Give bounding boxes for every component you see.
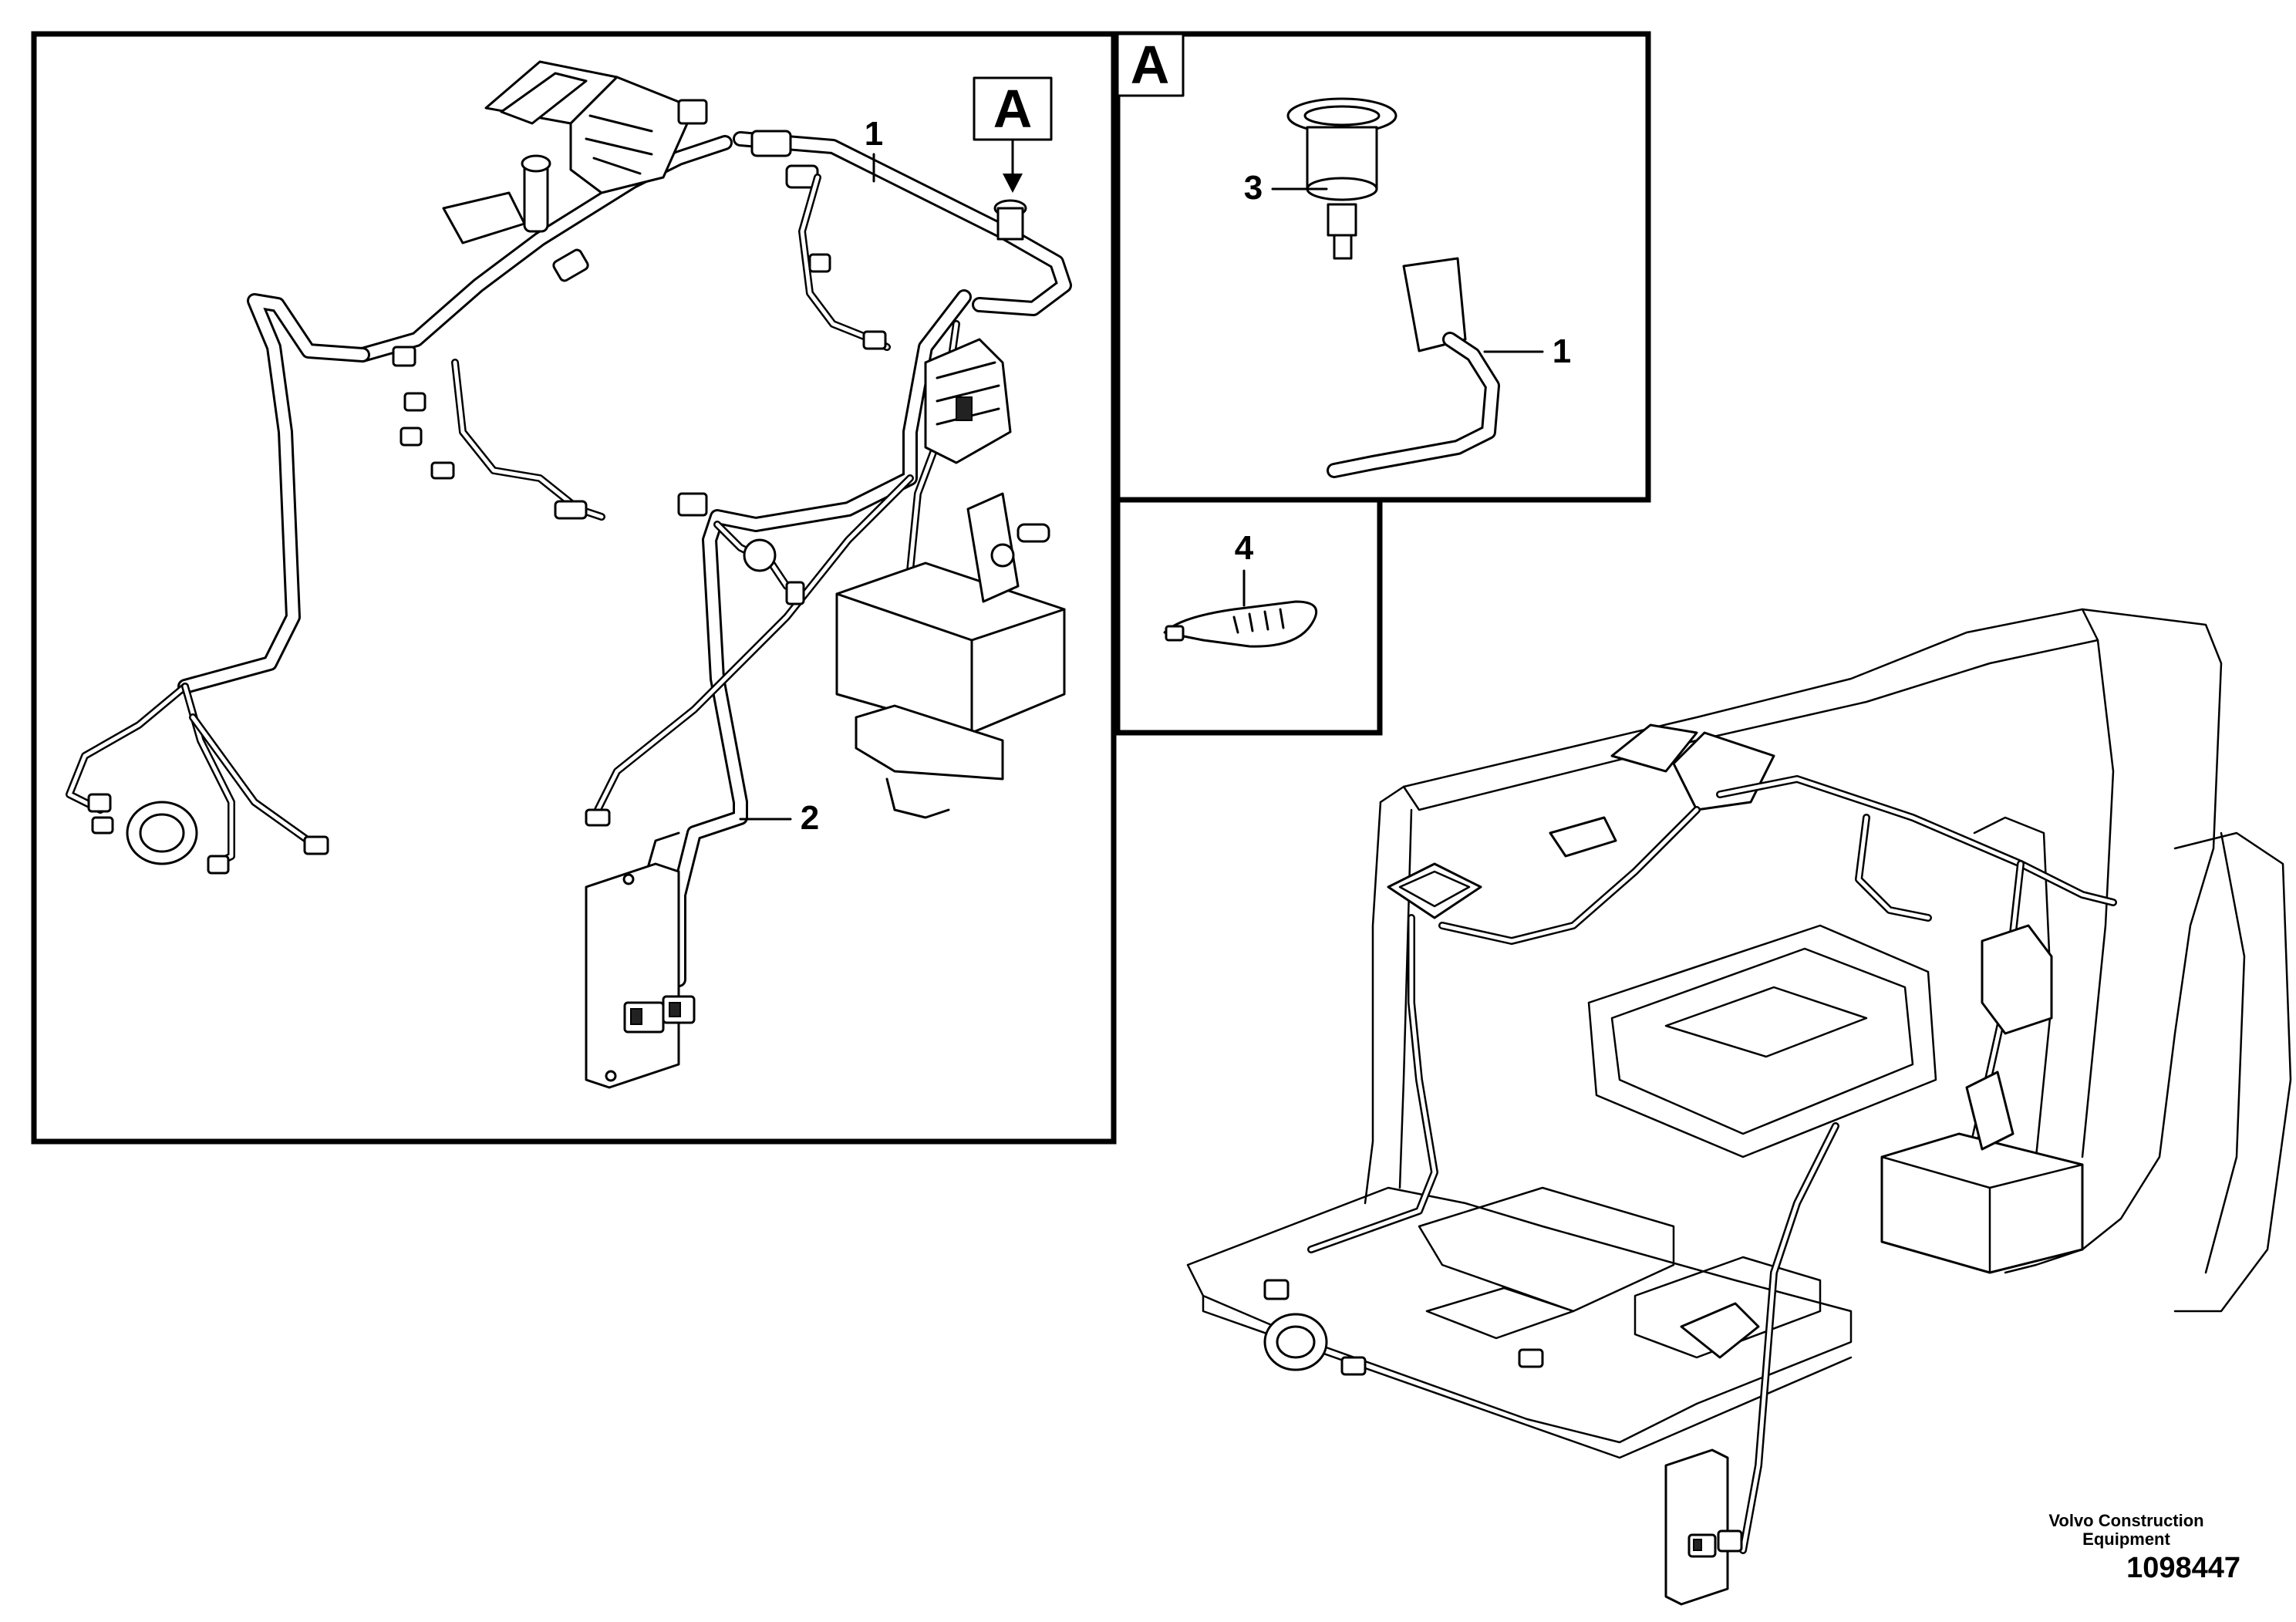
battery-box [835, 492, 1066, 819]
horn [87, 793, 329, 875]
branch-wires [66, 174, 960, 896]
detail-tie-frame [1114, 497, 1383, 736]
relay-box [924, 338, 1012, 464]
document-number: 1098447 [2126, 1552, 2240, 1584]
callout-label: 2 [801, 799, 819, 837]
cable-tie [1163, 600, 1318, 648]
callout-4-detail: 4 [1235, 529, 1254, 607]
power-socket [1286, 97, 1500, 478]
view-marker-letter: A [993, 79, 1033, 139]
company-line-2: Equipment [2082, 1529, 2170, 1549]
detail-a-title: A [1131, 35, 1170, 95]
view-marker-a: A [973, 76, 1053, 193]
callout-1-detail: 1 [1483, 332, 1571, 370]
main-view-panel: A 1 2 [31, 31, 1117, 1145]
callout-1-main: 1 [865, 115, 883, 183]
connectors [392, 253, 887, 827]
callout-label: 4 [1235, 529, 1254, 567]
callout-label: 1 [865, 115, 883, 153]
callout-3-detail: 3 [1244, 169, 1328, 207]
socket-mini [993, 199, 1027, 241]
cab-harness [177, 130, 1072, 987]
detail-a-title-box [1116, 32, 1185, 97]
callout-label: 1 [1553, 332, 1571, 370]
detail-a-frame [1114, 31, 1651, 503]
instrument-panel [442, 60, 708, 244]
detail-a-panel: A 3 1 [1114, 31, 1651, 503]
company-line-1: Volvo Construction [2048, 1511, 2204, 1530]
company-name: Volvo Construction Equipment [1988, 1512, 2265, 1549]
detail-tie-panel: 4 [1114, 497, 1383, 736]
floor-bracket [585, 862, 696, 1089]
callout-label: 3 [1244, 169, 1263, 207]
main-view-frame [31, 31, 1117, 1145]
cab-assembly-view [1186, 608, 2292, 1606]
callout-2-main: 2 [739, 799, 819, 837]
